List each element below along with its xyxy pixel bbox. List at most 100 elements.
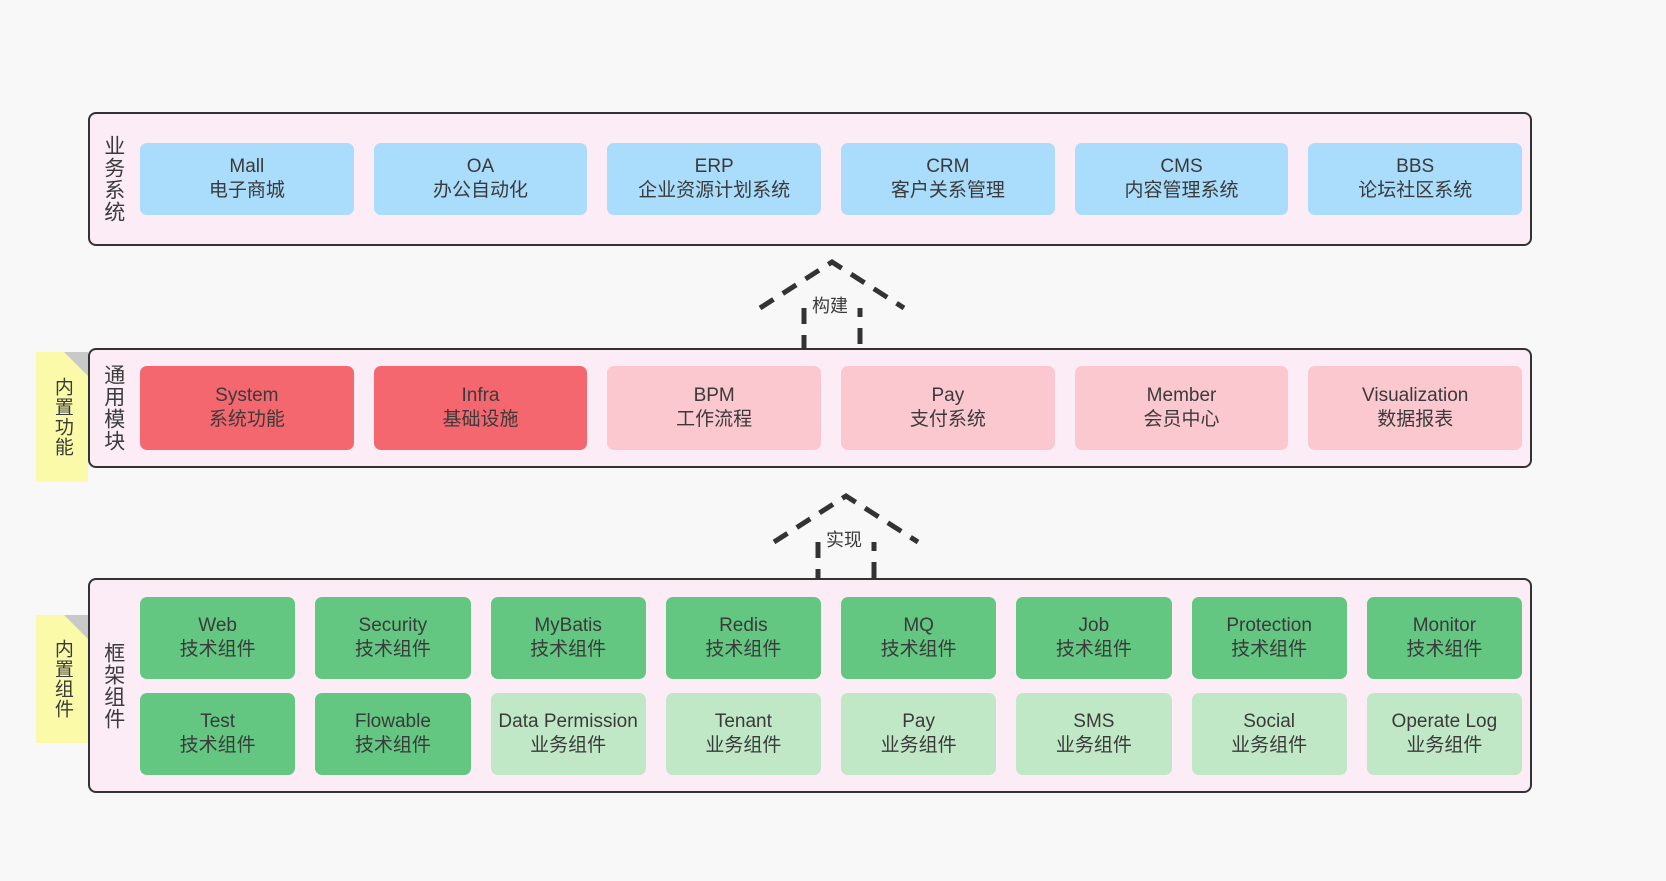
layer-row: Mall 电子商城 OA 办公自动化 ERP 企业资源计划系统 CRM 客户关系… <box>140 143 1523 215</box>
node-title-en: Test <box>200 710 236 732</box>
layer-body-modules: System 系统功能 Infra 基础设施 BPM 工作流程 Pay 支付系统… <box>136 350 1530 466</box>
node-flowable[interactable]: Flowable 技术组件 <box>315 692 471 775</box>
node-cms[interactable]: CMS 内容管理系统 <box>1074 143 1289 215</box>
node-tenant[interactable]: Tenant 业务组件 <box>665 692 821 775</box>
node-oa[interactable]: OA 办公自动化 <box>373 143 588 215</box>
node-data-permission[interactable]: Data Permission 业务组件 <box>490 692 646 775</box>
node-visualization[interactable]: Visualization 数据报表 <box>1308 366 1523 450</box>
layer-title-business: 业务系统 <box>101 135 125 223</box>
node-monitor[interactable]: Monitor 技术组件 <box>1366 596 1522 679</box>
node-job[interactable]: Job 技术组件 <box>1016 596 1172 679</box>
node-title-en: Redis <box>719 614 768 636</box>
node-pay-module[interactable]: Pay 支付系统 <box>841 366 1055 450</box>
layer-title-framework: 框架组件 <box>101 641 125 730</box>
connector-label-build: 构建 <box>812 296 848 316</box>
note-label: 内置功能 <box>51 377 73 457</box>
node-title-en: Data Permission <box>498 710 638 732</box>
node-mq[interactable]: MQ 技术组件 <box>841 596 997 679</box>
node-title-en: System <box>215 385 279 407</box>
node-mall[interactable]: Mall 电子商城 <box>140 143 354 215</box>
node-security[interactable]: Security 技术组件 <box>315 596 471 679</box>
node-title-en: Pay <box>931 385 965 407</box>
arrowhead-open-dashed <box>758 259 906 311</box>
node-title-cn: 企业资源计划系统 <box>638 180 791 201</box>
node-title-en: Mall <box>229 156 265 178</box>
connector-implement: 实现 <box>766 490 926 590</box>
node-mybatis[interactable]: MyBatis 技术组件 <box>490 596 646 679</box>
node-title-cn: 论坛社区系统 <box>1358 180 1473 201</box>
node-title-en: Visualization <box>1362 385 1469 407</box>
node-title-en: Pay <box>902 710 935 732</box>
node-title-cn: 技术组件 <box>354 734 431 756</box>
node-title-cn: 数据报表 <box>1377 409 1454 430</box>
node-member[interactable]: Member 会员中心 <box>1074 366 1289 450</box>
node-web[interactable]: Web 技术组件 <box>140 596 296 679</box>
node-title-cn: 技术组件 <box>1231 638 1308 660</box>
node-title-en: BPM <box>693 385 735 407</box>
note-label: 内置组件 <box>51 639 73 719</box>
node-title-cn: 技术组件 <box>705 638 782 660</box>
note-builtin-components: 内置组件 <box>36 615 88 743</box>
node-title-cn: 技术组件 <box>354 638 431 660</box>
node-title-cn: 业务组件 <box>1231 734 1308 756</box>
layer-framework-components: 框架组件 Web 技术组件 Security 技术组件 MyBatis 技术组件… <box>88 578 1532 793</box>
layer-business-system: 业务系统 Mall 电子商城 OA 办公自动化 ERP 企业资源计划系统 CRM… <box>88 112 1532 246</box>
node-title-en: CMS <box>1160 156 1203 178</box>
node-title-cn: 会员中心 <box>1143 409 1220 430</box>
node-title-cn: 业务组件 <box>880 734 957 756</box>
node-operate-log[interactable]: Operate Log 业务组件 <box>1366 692 1522 775</box>
node-title-cn: 支付系统 <box>909 409 986 430</box>
node-test[interactable]: Test 技术组件 <box>140 692 296 775</box>
node-title-cn: 业务组件 <box>705 734 782 756</box>
node-title-cn: 基础设施 <box>442 409 519 430</box>
node-title-cn: 电子商城 <box>208 180 285 201</box>
node-social[interactable]: Social 业务组件 <box>1191 692 1347 775</box>
node-bpm[interactable]: BPM 工作流程 <box>607 366 822 450</box>
node-title-en: Social <box>1243 710 1295 732</box>
node-title-cn: 技术组件 <box>179 734 256 756</box>
node-system[interactable]: System 系统功能 <box>140 366 354 450</box>
node-title-cn: 业务组件 <box>1406 734 1483 756</box>
node-title-cn: 办公自动化 <box>433 180 529 201</box>
node-title-cn: 内容管理系统 <box>1124 180 1239 201</box>
node-title-en: Member <box>1146 385 1217 407</box>
node-title-cn: 技术组件 <box>1055 638 1132 660</box>
layer-body-framework: Web 技术组件 Security 技术组件 MyBatis 技术组件 Redi… <box>136 580 1530 791</box>
node-title-en: MQ <box>903 614 934 636</box>
node-sms[interactable]: SMS 业务组件 <box>1016 692 1172 775</box>
node-title-cn: 系统功能 <box>208 409 285 430</box>
node-title-en: Flowable <box>354 710 431 732</box>
arrow-shaft-dashed <box>815 542 877 589</box>
node-redis[interactable]: Redis 技术组件 <box>665 596 821 679</box>
node-title-cn: 业务组件 <box>530 734 607 756</box>
node-title-cn: 工作流程 <box>676 409 753 430</box>
node-title-en: Tenant <box>714 710 772 732</box>
node-pay-component[interactable]: Pay 业务组件 <box>841 692 997 775</box>
connector-label-implement: 实现 <box>826 530 862 550</box>
node-title-en: BBS <box>1396 156 1435 178</box>
note-builtin-functions: 内置功能 <box>36 352 88 482</box>
connector-build: 构建 <box>752 256 912 356</box>
arrow-shaft-dashed <box>801 308 863 355</box>
node-title-en: Monitor <box>1412 614 1477 636</box>
node-title-en: Web <box>198 614 237 636</box>
node-infra[interactable]: Infra 基础设施 <box>373 366 588 450</box>
node-title-cn: 技术组件 <box>179 638 256 660</box>
node-title-en: CRM <box>926 156 970 178</box>
node-title-en: Protection <box>1226 614 1312 636</box>
node-title-en: Job <box>1078 614 1110 636</box>
node-title-cn: 技术组件 <box>1406 638 1483 660</box>
layer-row: System 系统功能 Infra 基础设施 BPM 工作流程 Pay 支付系统… <box>140 366 1523 450</box>
node-title-cn: 客户关系管理 <box>890 180 1005 201</box>
node-crm[interactable]: CRM 客户关系管理 <box>841 143 1055 215</box>
node-erp[interactable]: ERP 企业资源计划系统 <box>607 143 822 215</box>
node-title-en: Operate Log <box>1391 710 1498 732</box>
node-title-en: Infra <box>461 385 500 407</box>
node-protection[interactable]: Protection 技术组件 <box>1191 596 1347 679</box>
node-bbs[interactable]: BBS 论坛社区系统 <box>1308 143 1523 215</box>
layer-row: Test 技术组件 Flowable 技术组件 Data Permission … <box>140 692 1522 775</box>
node-title-en: MyBatis <box>534 614 602 636</box>
arrowhead-open-dashed <box>772 493 920 545</box>
node-title-cn: 技术组件 <box>530 638 607 660</box>
